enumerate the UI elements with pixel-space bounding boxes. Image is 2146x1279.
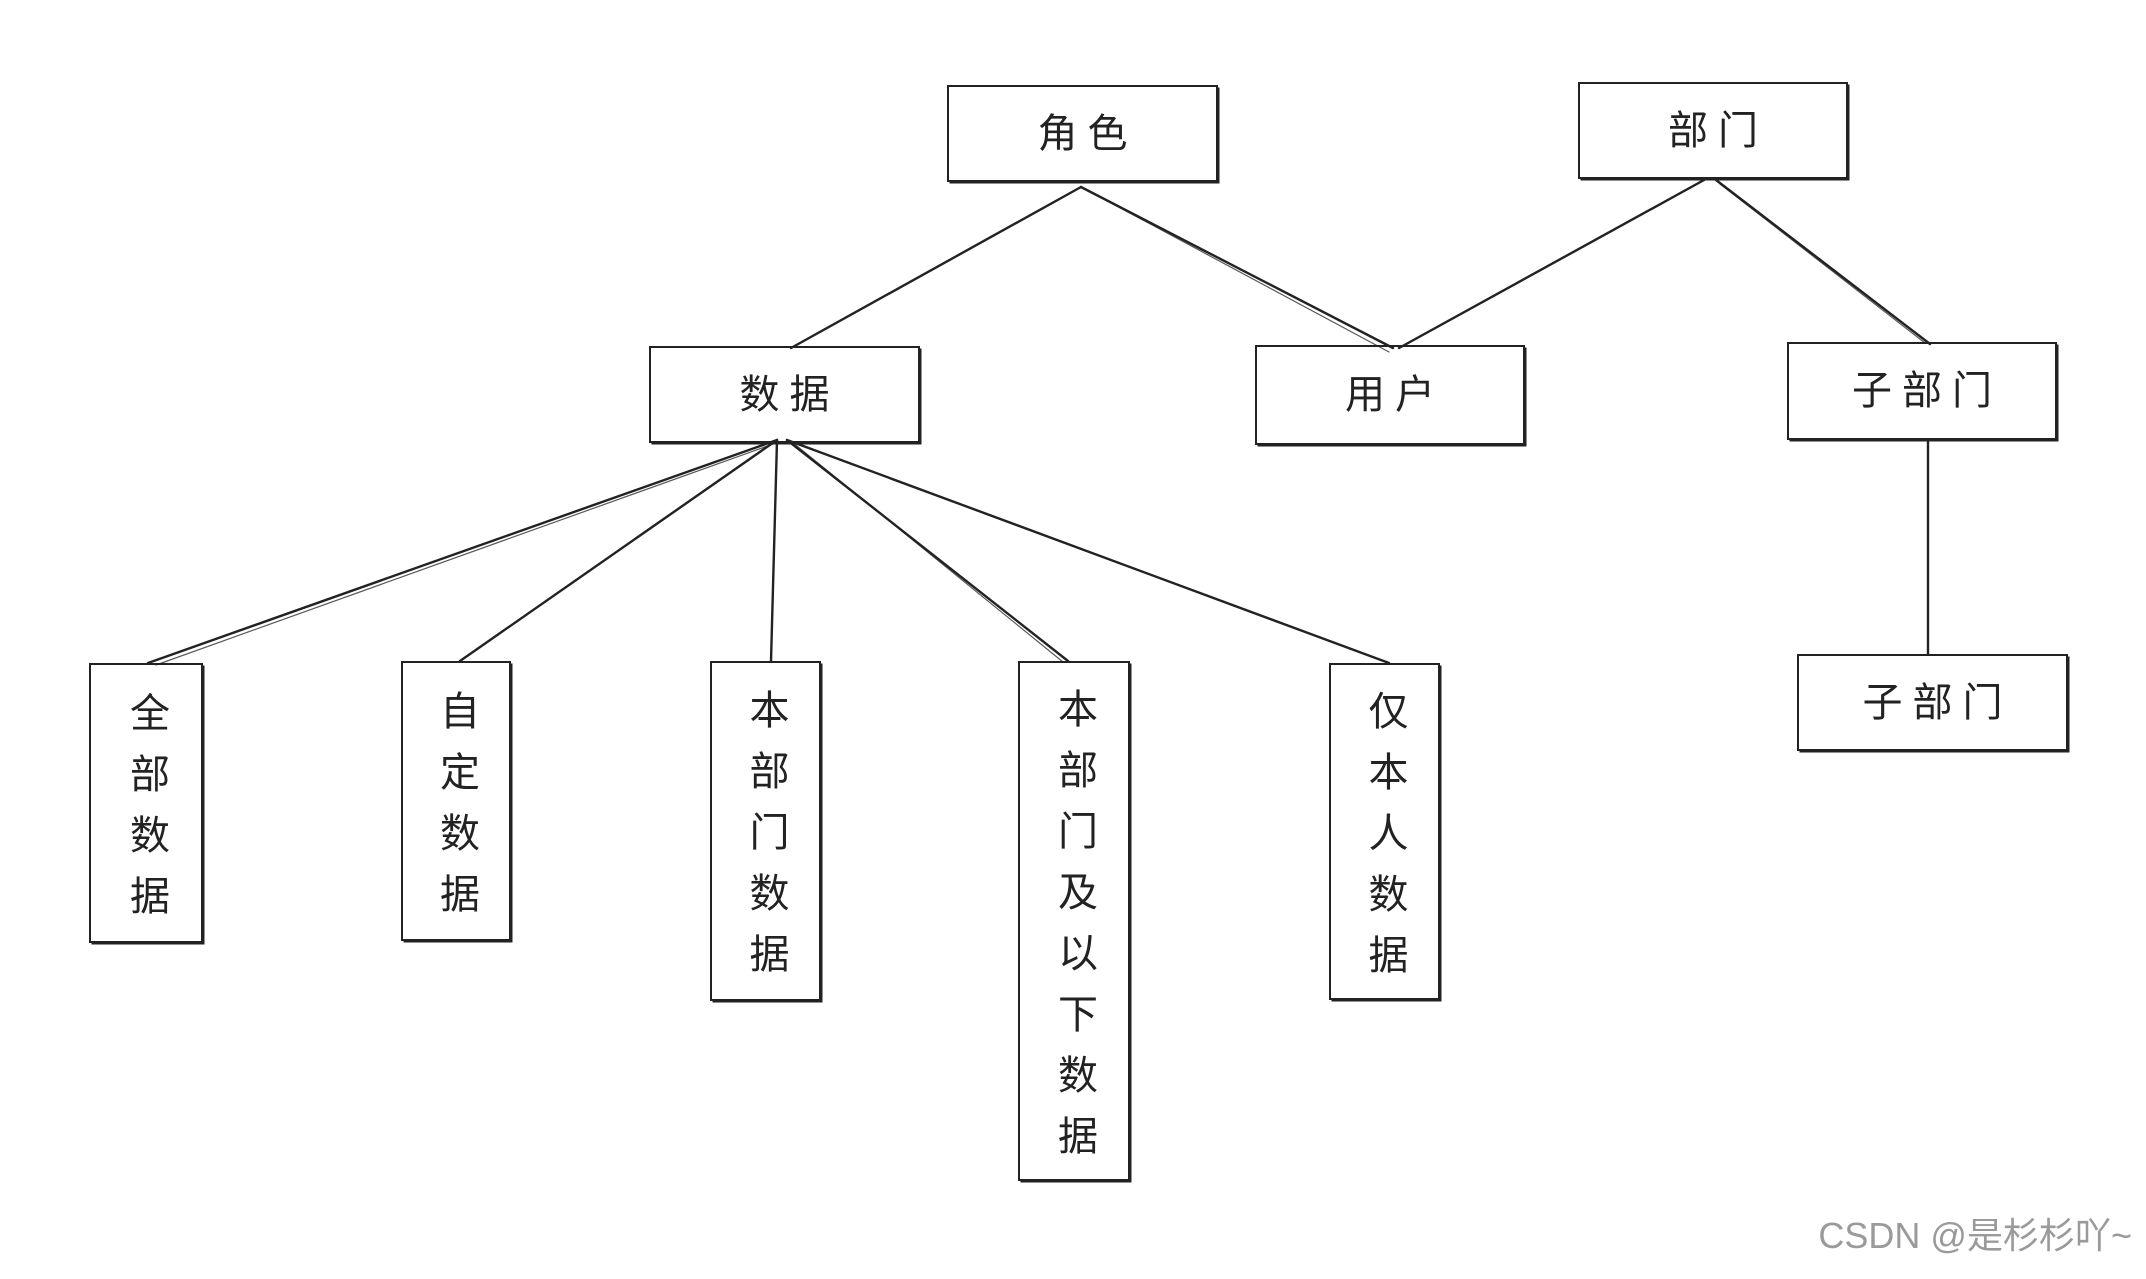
node-role-label: 角色: [1037, 110, 1138, 157]
edge-dept-to-sub-dept-sketch: [1719, 183, 1926, 344]
node-custom-data-label: 自定数据: [433, 689, 479, 934]
edge-dept-to-sub-dept: [1714, 178, 1932, 346]
node-role: 角色: [947, 85, 1218, 182]
edge-role-to-user: [1079, 185, 1395, 350]
node-sub-dept-label: 子部门: [1852, 368, 2002, 414]
node-own-dept-data-label: 本部门数据: [742, 689, 789, 994]
node-user-label: 用户: [1345, 372, 1445, 418]
edge-data-to-own-dept-and-below-data-sketch: [791, 441, 1064, 663]
edge-dept-to-user: [1397, 178, 1706, 350]
edge-data-to-all-data: [146, 438, 779, 665]
edge-role-to-data: [789, 185, 1083, 350]
node-own-dept-and-below-data: 本部门及以下数据: [1018, 661, 1130, 1181]
node-self-only-data-label: 仅本人数据: [1361, 689, 1408, 995]
edge-data-to-self-only-data: [785, 438, 1391, 665]
edge-role-to-user-sketch: [1084, 188, 1390, 353]
node-own-dept-data: 本部门数据: [710, 661, 821, 1001]
node-all-data-label: 全部数据: [123, 691, 169, 936]
edge-data-to-custom-data: [458, 438, 779, 663]
edge-data-to-own-dept-and-below-data: [785, 438, 1070, 663]
node-self-only-data: 仅本人数据: [1329, 663, 1440, 1000]
node-sub-dept-child: 子部门: [1797, 654, 2068, 751]
node-data-label: 数据: [739, 371, 840, 418]
watermark: CSDN @是杉杉吖~: [1818, 1215, 2132, 1256]
edge-data-to-own-dept-data: [769, 438, 779, 663]
node-user: 用户: [1255, 345, 1525, 445]
node-dept: 部门: [1578, 82, 1848, 179]
node-own-dept-and-below-data-label: 本部门及以下数据: [1051, 687, 1097, 1176]
node-sub-dept-child-label: 子部门: [1862, 679, 2013, 726]
node-custom-data: 自定数据: [401, 661, 511, 941]
node-data: 数据: [649, 346, 920, 443]
node-sub-dept: 子部门: [1787, 342, 2057, 440]
edge-data-to-all-data-sketch: [155, 443, 774, 666]
node-all-data: 全部数据: [89, 663, 203, 943]
node-dept-label: 部门: [1668, 107, 1768, 154]
